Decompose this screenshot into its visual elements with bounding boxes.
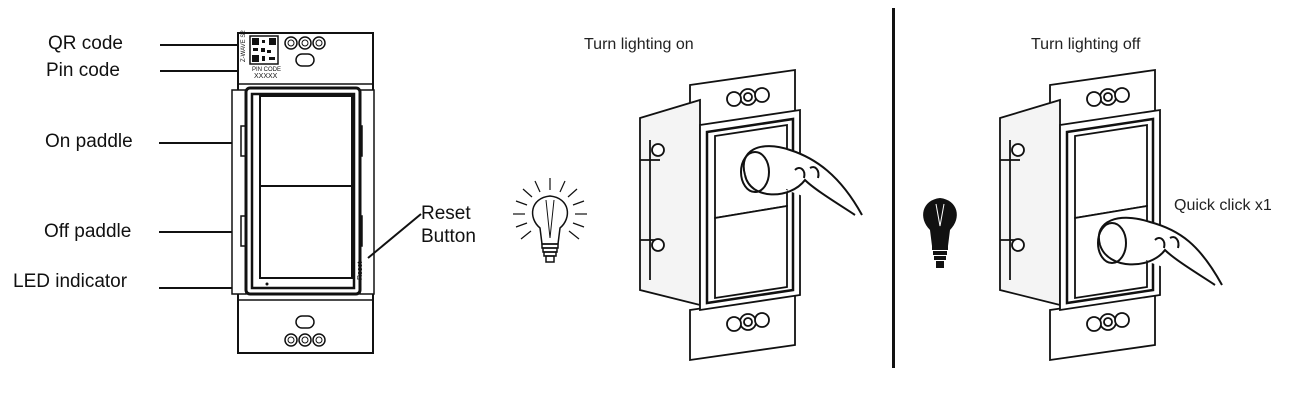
pointer-line-pin: [160, 70, 240, 72]
pointer-line-off: [159, 231, 294, 233]
pointer-line-reset: [367, 213, 422, 259]
label-led-indicator: LED indicator: [13, 271, 128, 292]
brand-marking: Z-WAVE S2: [241, 30, 247, 62]
switch-perspective-off: [999, 68, 1161, 362]
screw-icon: [284, 315, 326, 347]
label-qr-code: QR code: [48, 33, 123, 54]
lightbulb-on-icon: [513, 178, 587, 263]
pointer-line-led: [159, 287, 263, 289]
pin-caption: PIN CODE: [252, 67, 281, 73]
panel-divider: [892, 8, 895, 368]
pin-value: XXXXX: [254, 73, 278, 80]
pointer-line-qr: [160, 44, 240, 46]
lightbulb-off-icon: [923, 198, 957, 268]
pointing-finger-icon: [1097, 216, 1223, 286]
qr-code-icon: [249, 35, 279, 65]
screw-icon: [284, 36, 326, 67]
led-dot: [265, 282, 269, 286]
reset-marking: Reset: [357, 262, 364, 280]
instruction-quick-click: Quick click x1: [1174, 197, 1272, 214]
label-pin-code: Pin code: [46, 60, 120, 81]
panel-title-off: Turn lighting off: [1031, 36, 1141, 53]
pointer-line-on: [159, 142, 294, 144]
label-on-paddle: On paddle: [45, 131, 133, 152]
label-off-paddle: Off paddle: [44, 221, 132, 242]
pointing-finger-icon: [740, 145, 863, 216]
panel-title-on: Turn lighting on: [584, 36, 694, 53]
label-reset-line2: Button: [421, 226, 476, 247]
label-reset-line1: Reset: [421, 203, 471, 224]
